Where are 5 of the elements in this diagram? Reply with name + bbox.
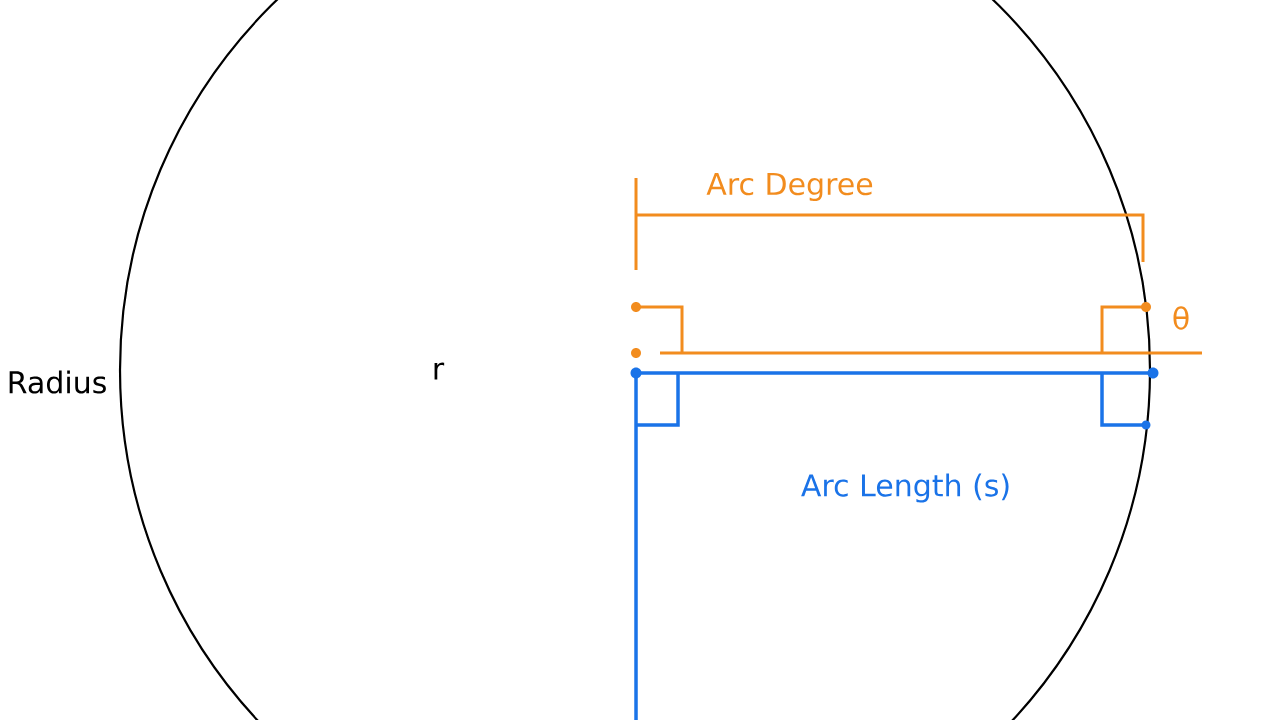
label: θ — [1173, 306, 1189, 330]
label: Radius — [9, 370, 106, 394]
label: r — [434, 362, 445, 380]
label: Arc Degree — [706, 172, 873, 202]
label: Arc Length (s) — [801, 473, 1009, 503]
